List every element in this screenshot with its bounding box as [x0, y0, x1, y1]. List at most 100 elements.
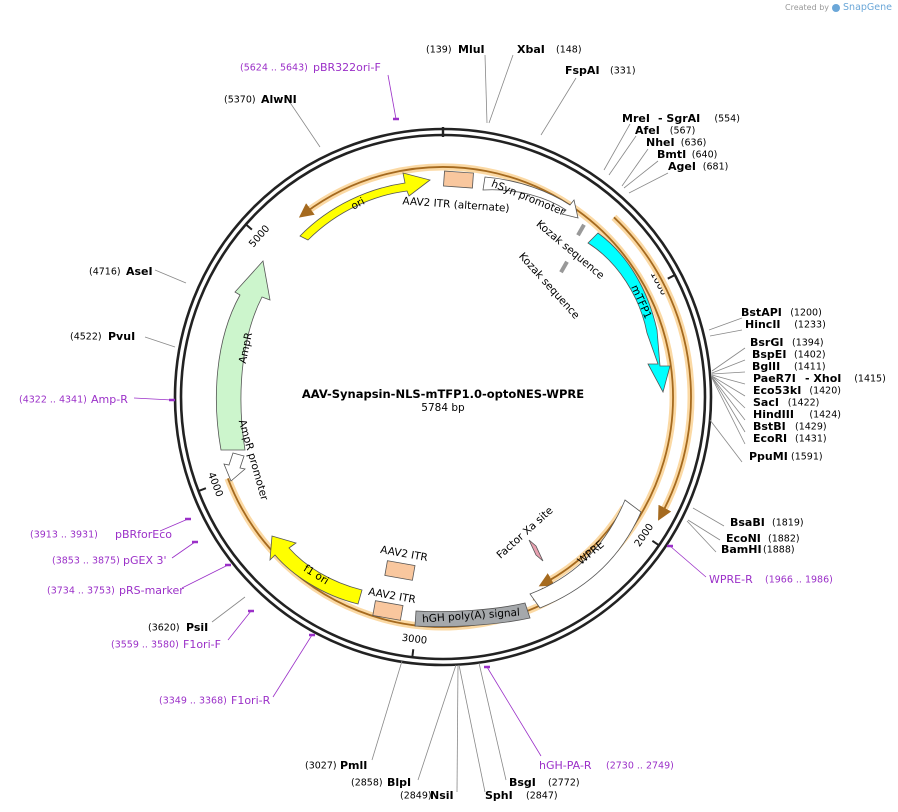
- feature-label-factor-xa-site: Factor Xa site: [494, 505, 555, 562]
- site-pos-sphi: (2847): [526, 791, 558, 802]
- site-pos-pvui: (4522): [70, 332, 102, 343]
- site-psii: PsiI: [186, 621, 208, 634]
- site-paer7i: PaeR7I: [753, 372, 796, 385]
- site-pos-alwni: (5370): [224, 95, 256, 106]
- leader-bspei: [711, 359, 746, 374]
- site-pos-ecori: (1431): [795, 434, 827, 445]
- site-pos-xhoi: (1415): [854, 374, 886, 385]
- leader-nsii: [456, 664, 459, 793]
- feature-aav2-itr-alternate: [443, 170, 474, 189]
- feature-label-ori: ori: [349, 195, 367, 212]
- site-pos-saci: (1422): [788, 398, 820, 409]
- tick-mark: [411, 649, 415, 658]
- leader-bstapi: [708, 317, 743, 331]
- site-afei: AfeI: [635, 124, 660, 137]
- site-eco53ki: Eco53kI: [753, 384, 801, 397]
- site-ppumi: PpuMI: [749, 450, 788, 463]
- primer-leader-f1ori-f: [227, 610, 252, 641]
- site-labels: MluI(139)XbaI(148)FspAI(331)MreI- SgrAI(…: [19, 43, 886, 802]
- site-pos-econi: (1882): [768, 534, 800, 545]
- primer-leader-pbrforeco: [159, 518, 189, 532]
- site-blpi: BlpI: [387, 776, 411, 789]
- primer-pbrforeco: pBRforEco: [115, 528, 172, 541]
- leader-sphi: [458, 664, 486, 793]
- primer-pbr322ori-f: pBR322ori-F: [313, 61, 381, 74]
- primer-range-pbr322ori-f: (5624 .. 5643): [240, 63, 308, 74]
- site-bsabi: BsaBI: [730, 516, 765, 529]
- leader-ecori: [711, 377, 746, 445]
- tick-mark: [651, 539, 660, 547]
- leader-agei: [628, 172, 669, 194]
- leader-alwni: [288, 100, 321, 148]
- site-econi: EcoNI: [726, 532, 761, 545]
- primer-leader-pbr322ori-f: [387, 74, 397, 120]
- primer-pgex-3: pGEX 3': [123, 554, 167, 567]
- site-agei: AgeI: [668, 160, 696, 173]
- site-mlui: MluI: [458, 43, 485, 56]
- site-ecori: EcoRI: [753, 432, 787, 445]
- leader-fspai: [540, 77, 577, 136]
- site-pos-psii: (3620): [148, 623, 180, 634]
- site-fspai: FspAI: [565, 64, 600, 77]
- site-mrei: MreI: [622, 112, 650, 125]
- primer-range-prs-marker: (3734 .. 3753): [47, 586, 115, 597]
- site-pos-nsii: (2849): [400, 791, 432, 802]
- plasmid-name: AAV-Synapsin-NLS-mTFP1.0-optoNES-WPRE: [302, 387, 584, 401]
- primer-leader-amp-r: [133, 397, 173, 401]
- site-bspei: BspEI: [752, 348, 786, 361]
- site-bmti: BmtI: [657, 148, 686, 161]
- site-pos-bstbi: (1429): [795, 422, 827, 433]
- feature-hgh-polya: [414, 602, 531, 628]
- feature-mtfp1: [587, 232, 671, 394]
- site-bsgi: BsgI: [509, 776, 536, 789]
- site-xbai: XbaI: [517, 43, 545, 56]
- site-alwni: AlwNI: [261, 93, 297, 106]
- site-sgrai: - SgrAI: [658, 112, 700, 125]
- leader-mlui: [484, 54, 488, 124]
- feature-ampr-promoter: [223, 452, 246, 482]
- site-pos-hindiii: (1424): [809, 410, 841, 421]
- site-asei: AseI: [126, 265, 153, 278]
- site-bstbi: BstBI: [753, 420, 786, 433]
- site-pos-blpi: (2858): [351, 778, 383, 789]
- primer-range-pbrforeco: (3913 .. 3931): [30, 530, 98, 541]
- snapgene-brand: SnapGene: [843, 2, 892, 13]
- site-pos-sgrai: (554): [714, 114, 740, 125]
- leader-bsrgi: [711, 347, 746, 372]
- primer-hgh-pa-r: hGH-PA-R: [539, 759, 592, 772]
- plasmid-length: 5784 bp: [421, 402, 465, 414]
- site-pos-bspei: (1402): [794, 350, 826, 361]
- primer-prs-marker: pRS-marker: [119, 584, 184, 597]
- site-hincii: HincII: [745, 318, 781, 331]
- leader-econi: [687, 519, 721, 541]
- feature-label-aav2-itr-alternate: AAV2 ITR (alternate): [402, 195, 510, 214]
- site-hindiii: HindIII: [753, 408, 794, 421]
- leader-asei: [154, 269, 187, 284]
- primer-range-amp-r: (4322 .. 4341): [19, 395, 87, 406]
- feature-label-kozak-sequence: Kozak sequence: [516, 250, 582, 321]
- snapgene-credit: Created by SnapGene: [785, 2, 892, 13]
- leader-psii: [211, 596, 246, 623]
- feature-aav2-itr-1: [384, 560, 416, 581]
- primer-range-hgh-pa-r: (2730 .. 2749): [606, 761, 674, 772]
- leader-hindiii: [711, 376, 746, 421]
- tick-mark: [245, 223, 253, 231]
- primer-range-pgex-3: (3853 .. 3875): [52, 556, 120, 567]
- site-pmli: PmlI: [340, 759, 367, 772]
- feature-wpre: [529, 499, 642, 609]
- orf-mtfp1: [613, 216, 692, 521]
- feature-hsyn-promoter: [482, 176, 579, 219]
- site-pos-xbai: (148): [556, 45, 582, 56]
- site-pos-mlui: (139): [426, 45, 452, 56]
- leader-paer7i: [711, 374, 746, 385]
- created-by-text: Created by: [785, 3, 830, 12]
- site-xhoi: - XhoI: [805, 372, 841, 385]
- site-bsrgi: BsrGI: [750, 336, 783, 349]
- site-pos-agei: (681): [703, 162, 729, 173]
- site-pos-bstapi: (1200): [790, 308, 822, 319]
- leader-nhei: [621, 148, 649, 187]
- leader-bmti: [623, 160, 659, 189]
- feature-factor-xa: [528, 539, 544, 562]
- feature-label-aav2-itr: AAV2 ITR: [379, 544, 428, 564]
